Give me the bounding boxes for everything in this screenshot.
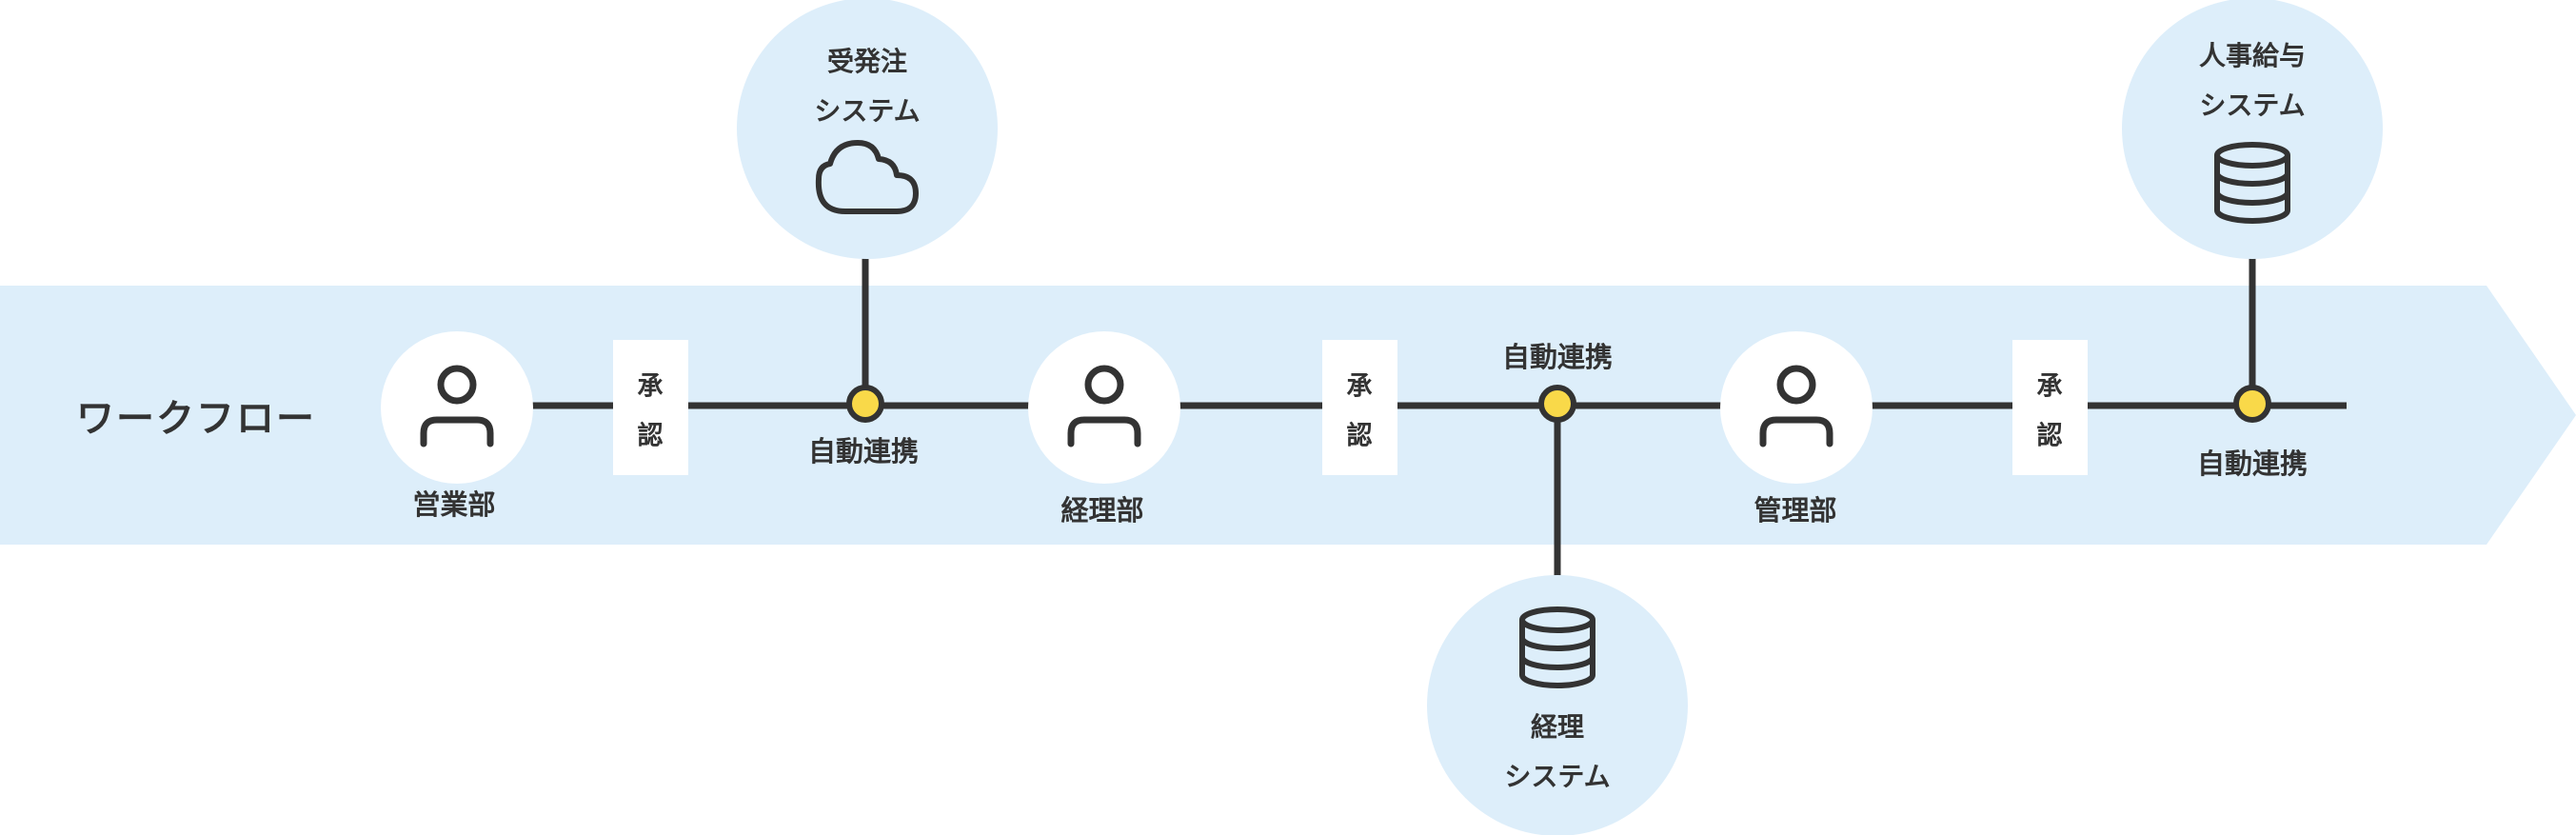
approval-1-char-2: 認 bbox=[637, 421, 664, 451]
approval-2-char-1: 承 bbox=[1346, 371, 1373, 402]
order-system-label-line-2: システム bbox=[814, 95, 921, 127]
order-system-circle bbox=[737, 0, 998, 259]
sales-dept-circle bbox=[381, 331, 533, 484]
admin-dept-label: 管理部 bbox=[1754, 494, 1837, 527]
person-icon bbox=[420, 365, 494, 447]
hr-system-circle bbox=[2122, 0, 2383, 259]
accounting-system-label-line-1: 経理 bbox=[1530, 711, 1585, 743]
accounting-dept-circle bbox=[1028, 331, 1180, 484]
flow-title: ワークフロー bbox=[76, 397, 316, 441]
admin-dept-circle bbox=[1720, 331, 1873, 484]
person-icon bbox=[1759, 365, 1833, 447]
database-icon bbox=[1519, 606, 1595, 688]
sales-dept-label: 営業部 bbox=[412, 488, 496, 521]
approval-2-char-2: 認 bbox=[1346, 421, 1373, 451]
approval-box-2 bbox=[1322, 340, 1397, 475]
approval-3-char-1: 承 bbox=[2036, 371, 2063, 402]
person-icon bbox=[1067, 365, 1141, 447]
approval-box-1 bbox=[613, 340, 688, 475]
cloud-icon bbox=[815, 140, 919, 214]
integration-label-2: 自動連携 bbox=[1501, 341, 1614, 373]
integration-label-3: 自動連携 bbox=[2196, 447, 2308, 480]
accounting-system-circle bbox=[1427, 575, 1688, 835]
accounting-dept-label: 経理部 bbox=[1060, 494, 1144, 527]
integration-dot-2 bbox=[1538, 385, 1576, 423]
hr-system-label-line-2: システム bbox=[2199, 89, 2306, 121]
approval-3-char-2: 認 bbox=[2036, 421, 2063, 451]
approval-box-3 bbox=[2012, 340, 2088, 475]
database-icon bbox=[2214, 142, 2290, 224]
approval-1-char-1: 承 bbox=[637, 371, 664, 402]
integration-label-1: 自動連携 bbox=[807, 435, 920, 467]
order-system-label-line-1: 受発注 bbox=[826, 46, 908, 77]
integration-dot-3 bbox=[2233, 385, 2271, 423]
integration-dot-1 bbox=[846, 385, 884, 423]
accounting-system-label-line-2: システム bbox=[1504, 761, 1611, 792]
hr-system-label-line-1: 人事給与 bbox=[2198, 40, 2307, 71]
